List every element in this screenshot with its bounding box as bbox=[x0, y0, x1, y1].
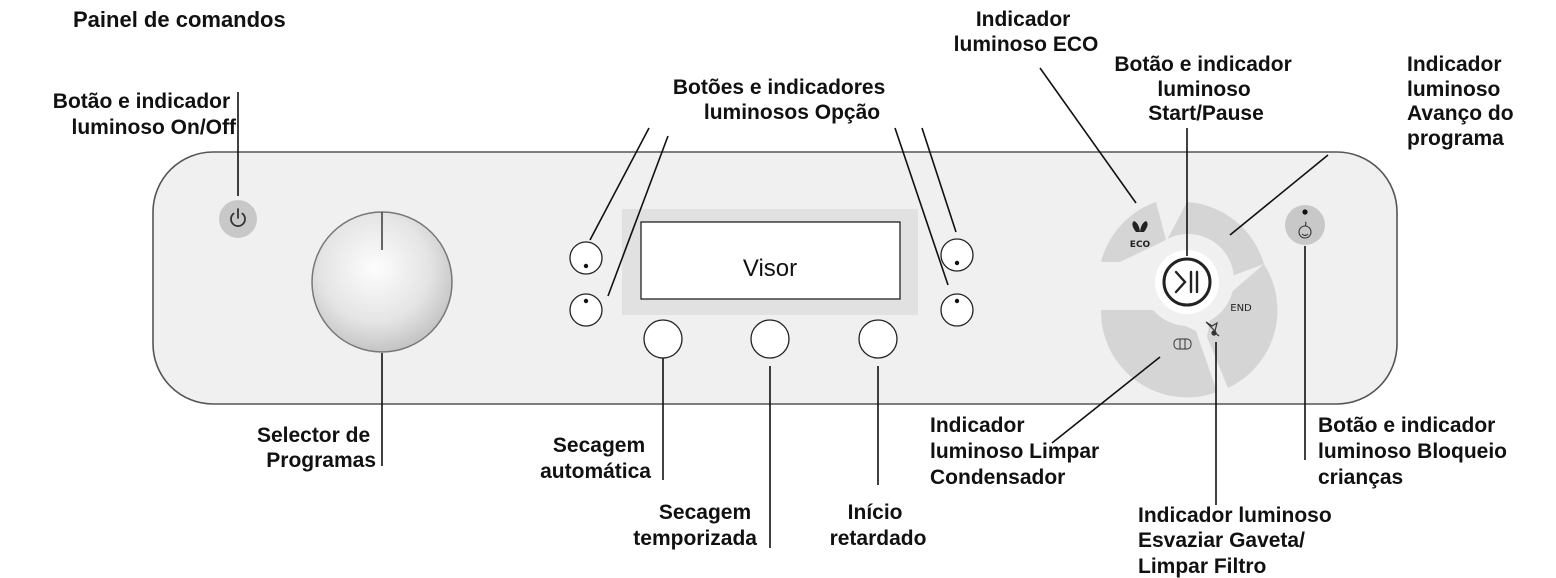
water-drawer-icon bbox=[1205, 321, 1220, 337]
eco-segment bbox=[1101, 202, 1166, 262]
auto-drying-button[interactable] bbox=[643, 319, 683, 359]
callout-clean-condenser: Indicador luminoso Limpar Condensador bbox=[930, 414, 1105, 489]
eco-indicator: ECO bbox=[1130, 221, 1151, 250]
option-led bbox=[583, 263, 589, 269]
child-face-icon bbox=[1298, 221, 1312, 239]
callout-delay-start: Início retardado bbox=[830, 501, 927, 550]
delay-start-button[interactable] bbox=[858, 319, 898, 359]
play-pause-icon bbox=[1174, 270, 1199, 294]
power-icon bbox=[230, 208, 246, 227]
child-lock-button[interactable] bbox=[1285, 205, 1325, 245]
callout-timed-drying: Secagem temporizada bbox=[633, 501, 757, 550]
display-screen bbox=[640, 221, 901, 300]
option-button-right-top[interactable] bbox=[940, 238, 974, 272]
option-led bbox=[583, 298, 589, 304]
option-button-right-bottom[interactable] bbox=[940, 293, 974, 327]
option-led bbox=[954, 260, 960, 266]
leader-lines bbox=[237, 67, 1329, 548]
end-label: END bbox=[1230, 303, 1252, 314]
callout-empty-drawer: Indicador luminoso Esvaziar Gaveta/ Limp… bbox=[1138, 504, 1338, 578]
callout-program-selector: Selector de Programas bbox=[257, 424, 376, 472]
callout-option-buttons: Botões e indicadores luminosos Opção bbox=[673, 76, 891, 124]
callout-auto-drying: Secagem automática bbox=[540, 434, 651, 483]
callout-start-pause: Botão e indicador luminoso Start/Pause bbox=[1114, 53, 1297, 125]
option-button-left-top[interactable] bbox=[569, 241, 603, 275]
condenser-icon bbox=[1173, 338, 1192, 350]
callout-program-progress: Indicador luminoso Avanço do programa bbox=[1407, 53, 1519, 150]
option-led bbox=[954, 298, 960, 304]
timed-drying-button[interactable] bbox=[750, 319, 790, 359]
program-selector-knob[interactable] bbox=[311, 211, 453, 353]
leaf-icon bbox=[1132, 221, 1148, 232]
indicator-segment bbox=[1100, 310, 1217, 398]
power-button[interactable] bbox=[219, 200, 257, 238]
start-pause-button[interactable] bbox=[1155, 250, 1219, 314]
diagram-title: Painel de comandos bbox=[73, 7, 286, 32]
option-button-left-bottom[interactable] bbox=[569, 293, 603, 327]
eco-icon-label: ECO bbox=[1130, 240, 1151, 250]
child-lock-led bbox=[1302, 209, 1308, 215]
callout-eco: Indicador luminoso ECO bbox=[954, 8, 1099, 56]
callout-child-lock: Botão e indicador luminoso Bloqueio cria… bbox=[1318, 414, 1513, 489]
callout-on-off: Botão e indicador luminoso On/Off bbox=[53, 90, 237, 139]
end-segment bbox=[1207, 264, 1278, 388]
display-text: Visor bbox=[743, 255, 797, 282]
